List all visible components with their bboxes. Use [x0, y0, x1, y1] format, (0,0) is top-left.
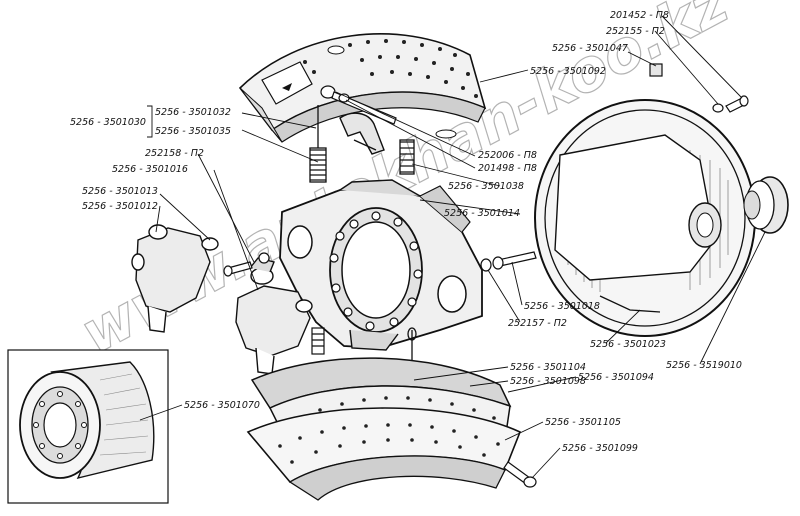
label-3501013: 5256 - 3501013 — [82, 186, 158, 197]
label-3501070: 5256 - 3501070 — [184, 400, 260, 411]
label-3501035: 5256 - 3501035 — [155, 126, 231, 137]
label-3501016: 5256 - 3501016 — [112, 164, 188, 175]
label-3501014: 5256 - 3501014 — [444, 208, 520, 219]
bolt-3501099 — [503, 461, 537, 488]
bolt-3501018 — [492, 251, 537, 270]
spring-small — [311, 327, 325, 355]
label-3501094: 5256 - 3501094 — [578, 372, 654, 383]
clip-bracket — [339, 112, 385, 155]
label-3501023: 5256 - 3501023 — [590, 339, 666, 350]
bolt-201452 — [725, 95, 749, 113]
wheel-cylinder-3501012 — [131, 224, 219, 333]
wheel-cylinder-3501016 — [235, 257, 313, 375]
label-3501038: 5256 - 3501038 — [448, 181, 524, 192]
part-labels: 201452 - П8 252155 - П2 5256 - 3501047 5… — [70, 10, 742, 454]
label-3501012: 5256 - 3501012 — [82, 201, 158, 212]
dust-shield-3501023 — [534, 99, 756, 337]
upper-brake-shoe — [238, 33, 487, 143]
label-3501104: 5256 - 3501104 — [510, 362, 586, 373]
label-3501092: 5256 - 3501092 — [530, 66, 606, 77]
anchor-plate-3501014 — [279, 179, 483, 351]
label-3501099: 5256 - 3501099 — [562, 443, 638, 454]
brake-chamber-3519010 — [743, 176, 789, 234]
washer-252155 — [712, 103, 724, 113]
label-3501030: 5256 - 3501030 — [70, 117, 146, 128]
lower-brake-lining-3501105 — [246, 407, 522, 501]
label-252158: 252158 - П2 — [145, 148, 204, 159]
label-3501047: 5256 - 3501047 — [552, 43, 628, 54]
label-3501105: 5256 - 3501105 — [545, 417, 621, 428]
label-3501032: 5256 - 3501032 — [155, 107, 231, 118]
spring-3501038 — [399, 139, 415, 175]
leader-lines — [139, 15, 766, 479]
spring-3501035 — [309, 105, 327, 183]
label-3501018: 5256 - 3501018 — [524, 301, 600, 312]
cap-3501047 — [649, 63, 663, 77]
label-3501098: 5256 - 3501098 — [510, 376, 586, 387]
label-252155: 252155 - П2 — [606, 26, 665, 37]
label-252006: 252006 - П8 — [478, 150, 537, 161]
bolt-252158 — [223, 252, 270, 277]
label-201452: 201452 - П8 — [610, 10, 669, 21]
washer-252157 — [480, 258, 492, 272]
label-3519010: 5256 - 3519010 — [666, 360, 742, 371]
label-201498: 201498 - П8 — [478, 163, 537, 174]
brake-drum-3501070 — [19, 361, 155, 480]
label-252157: 252157 - П2 — [508, 318, 567, 329]
